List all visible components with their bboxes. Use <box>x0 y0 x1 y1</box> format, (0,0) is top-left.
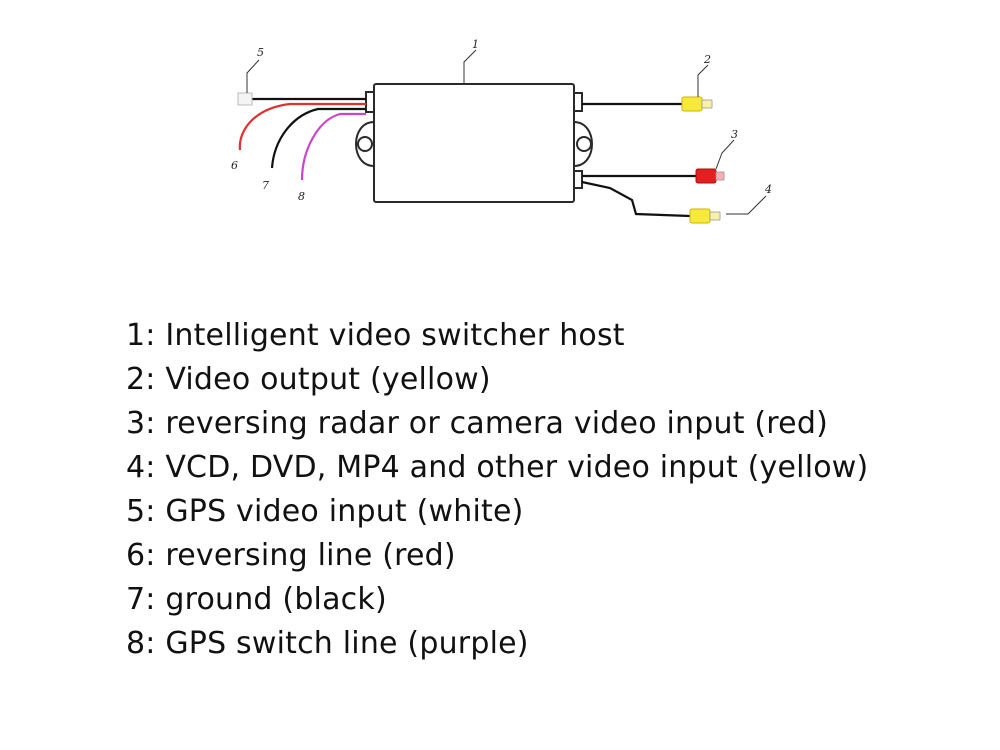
legend-item-7: 7: ground (black) <box>126 582 387 617</box>
left-wires <box>237 92 366 181</box>
right-wires <box>581 102 696 218</box>
callout-3: 3 <box>731 128 738 141</box>
legend-list: 1: Intelligent video switcher host 2: Vi… <box>126 314 868 666</box>
gps-input-plug <box>237 92 253 106</box>
rca-video-input-plug <box>689 208 721 224</box>
legend-item-4: 4: VCD, DVD, MP4 and other video input (… <box>126 450 869 485</box>
legend-item-5: 5: GPS video input (white) <box>126 494 524 529</box>
ground-wire <box>270 107 366 169</box>
legend-item-1: 1: Intelligent video switcher host <box>126 318 625 353</box>
callout-1: 1 <box>472 38 479 51</box>
callout-7: 7 <box>262 179 269 192</box>
gps-switch-wire <box>300 112 366 181</box>
legend-item-2: 2: Video output (yellow) <box>126 362 491 397</box>
rca-video-output-plug <box>681 96 713 112</box>
callouts <box>246 49 767 215</box>
callout-4: 4 <box>764 183 772 196</box>
legend-item-8: 8: GPS switch line (purple) <box>126 626 529 661</box>
rca-camera-input-plug <box>695 168 725 184</box>
wiring-diagram: 1 2 3 4 5 6 7 8 <box>231 38 772 224</box>
video-input-wire <box>581 180 691 218</box>
callout-8: 8 <box>298 190 305 203</box>
callout-2: 2 <box>703 53 711 66</box>
legend-item-3: 3: reversing radar or camera video input… <box>126 406 828 441</box>
legend-item-6: 6: reversing line (red) <box>126 538 456 573</box>
switcher-host-box <box>355 83 593 203</box>
callout-6: 6 <box>231 159 238 172</box>
reversing-line-wire <box>238 102 366 151</box>
callout-5: 5 <box>257 46 264 59</box>
